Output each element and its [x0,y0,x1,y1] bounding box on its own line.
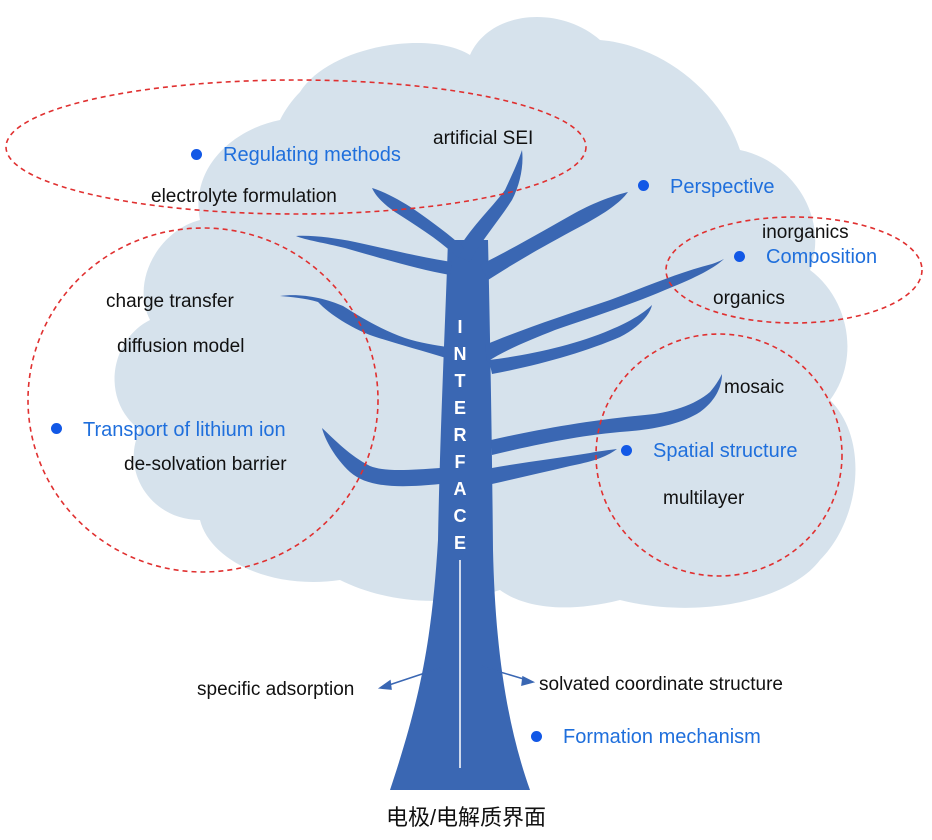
label-solvated-coordinate-structure: solvated coordinate structure [539,674,783,695]
trunk-letter: I [457,317,463,337]
branch-artificial-sei [455,150,523,262]
branch-mosaic [491,374,722,455]
bullet-composition [734,251,745,262]
trunk-letter: A [453,479,467,499]
arrow-specific-adsorption [385,667,441,687]
branch-perspective [480,192,628,280]
bullet-regulating-methods [191,149,202,160]
trunk-letter: R [453,425,467,445]
branch-spatial [492,449,617,484]
label-artificial-sei: artificial SEI [433,128,534,149]
trunk-letter: F [454,452,466,472]
arrowhead-solvated-structure [521,675,536,687]
category-perspective: Perspective [670,176,775,198]
label-organics: organics [713,288,785,309]
trunk-letter: N [453,344,467,364]
arrows [377,665,536,690]
trunk-letter: E [453,533,466,553]
category-regulating-methods: Regulating methods [223,144,401,166]
ellipse-regulating-methods [5,79,587,215]
ellipse-transport [27,227,379,573]
category-spatial-structure: Spatial structure [653,440,798,462]
caption: 电极/电解质界面 [385,805,547,830]
arrow-solvated-structure [479,665,528,681]
label-inorganics: inorganics [762,222,849,243]
ellipse-spatial-structure [595,333,843,577]
ellipse-composition [665,216,923,324]
label-mosaic: mosaic [724,377,785,398]
bullet-spatial-structure [621,445,632,456]
branch-desolvation [322,428,440,487]
label-desolvation-barrier: de-solvation barrier [124,454,287,475]
label-electrolyte-formulation: electrolyte formulation [151,186,337,207]
tree-trunk-and-branches [280,150,724,790]
label-charge-transfer: charge transfer [106,291,234,312]
bullet-formation-mechanism [531,731,542,742]
branch-upper-left [296,235,452,275]
branch-electrolyte [372,188,464,258]
trunk-letter: E [453,398,466,418]
bullet-perspective [638,180,649,191]
branch-organics [489,305,652,374]
arrowhead-specific-adsorption [377,679,392,690]
label-multilayer: multilayer [663,488,745,509]
trunk-letter: T [454,371,466,391]
trunk-letter: C [453,506,467,526]
trunk [390,240,530,790]
category-composition: Composition [766,246,878,268]
bullet-transport [51,423,62,434]
category-transport: Transport of lithium ion [83,419,286,441]
branch-charge-transfer [280,295,447,358]
label-diffusion-model: diffusion model [117,336,245,357]
category-formation-mechanism: Formation mechanism [563,726,761,748]
branch-composition [485,259,724,362]
label-specific-adsorption: specific adsorption [197,679,355,700]
